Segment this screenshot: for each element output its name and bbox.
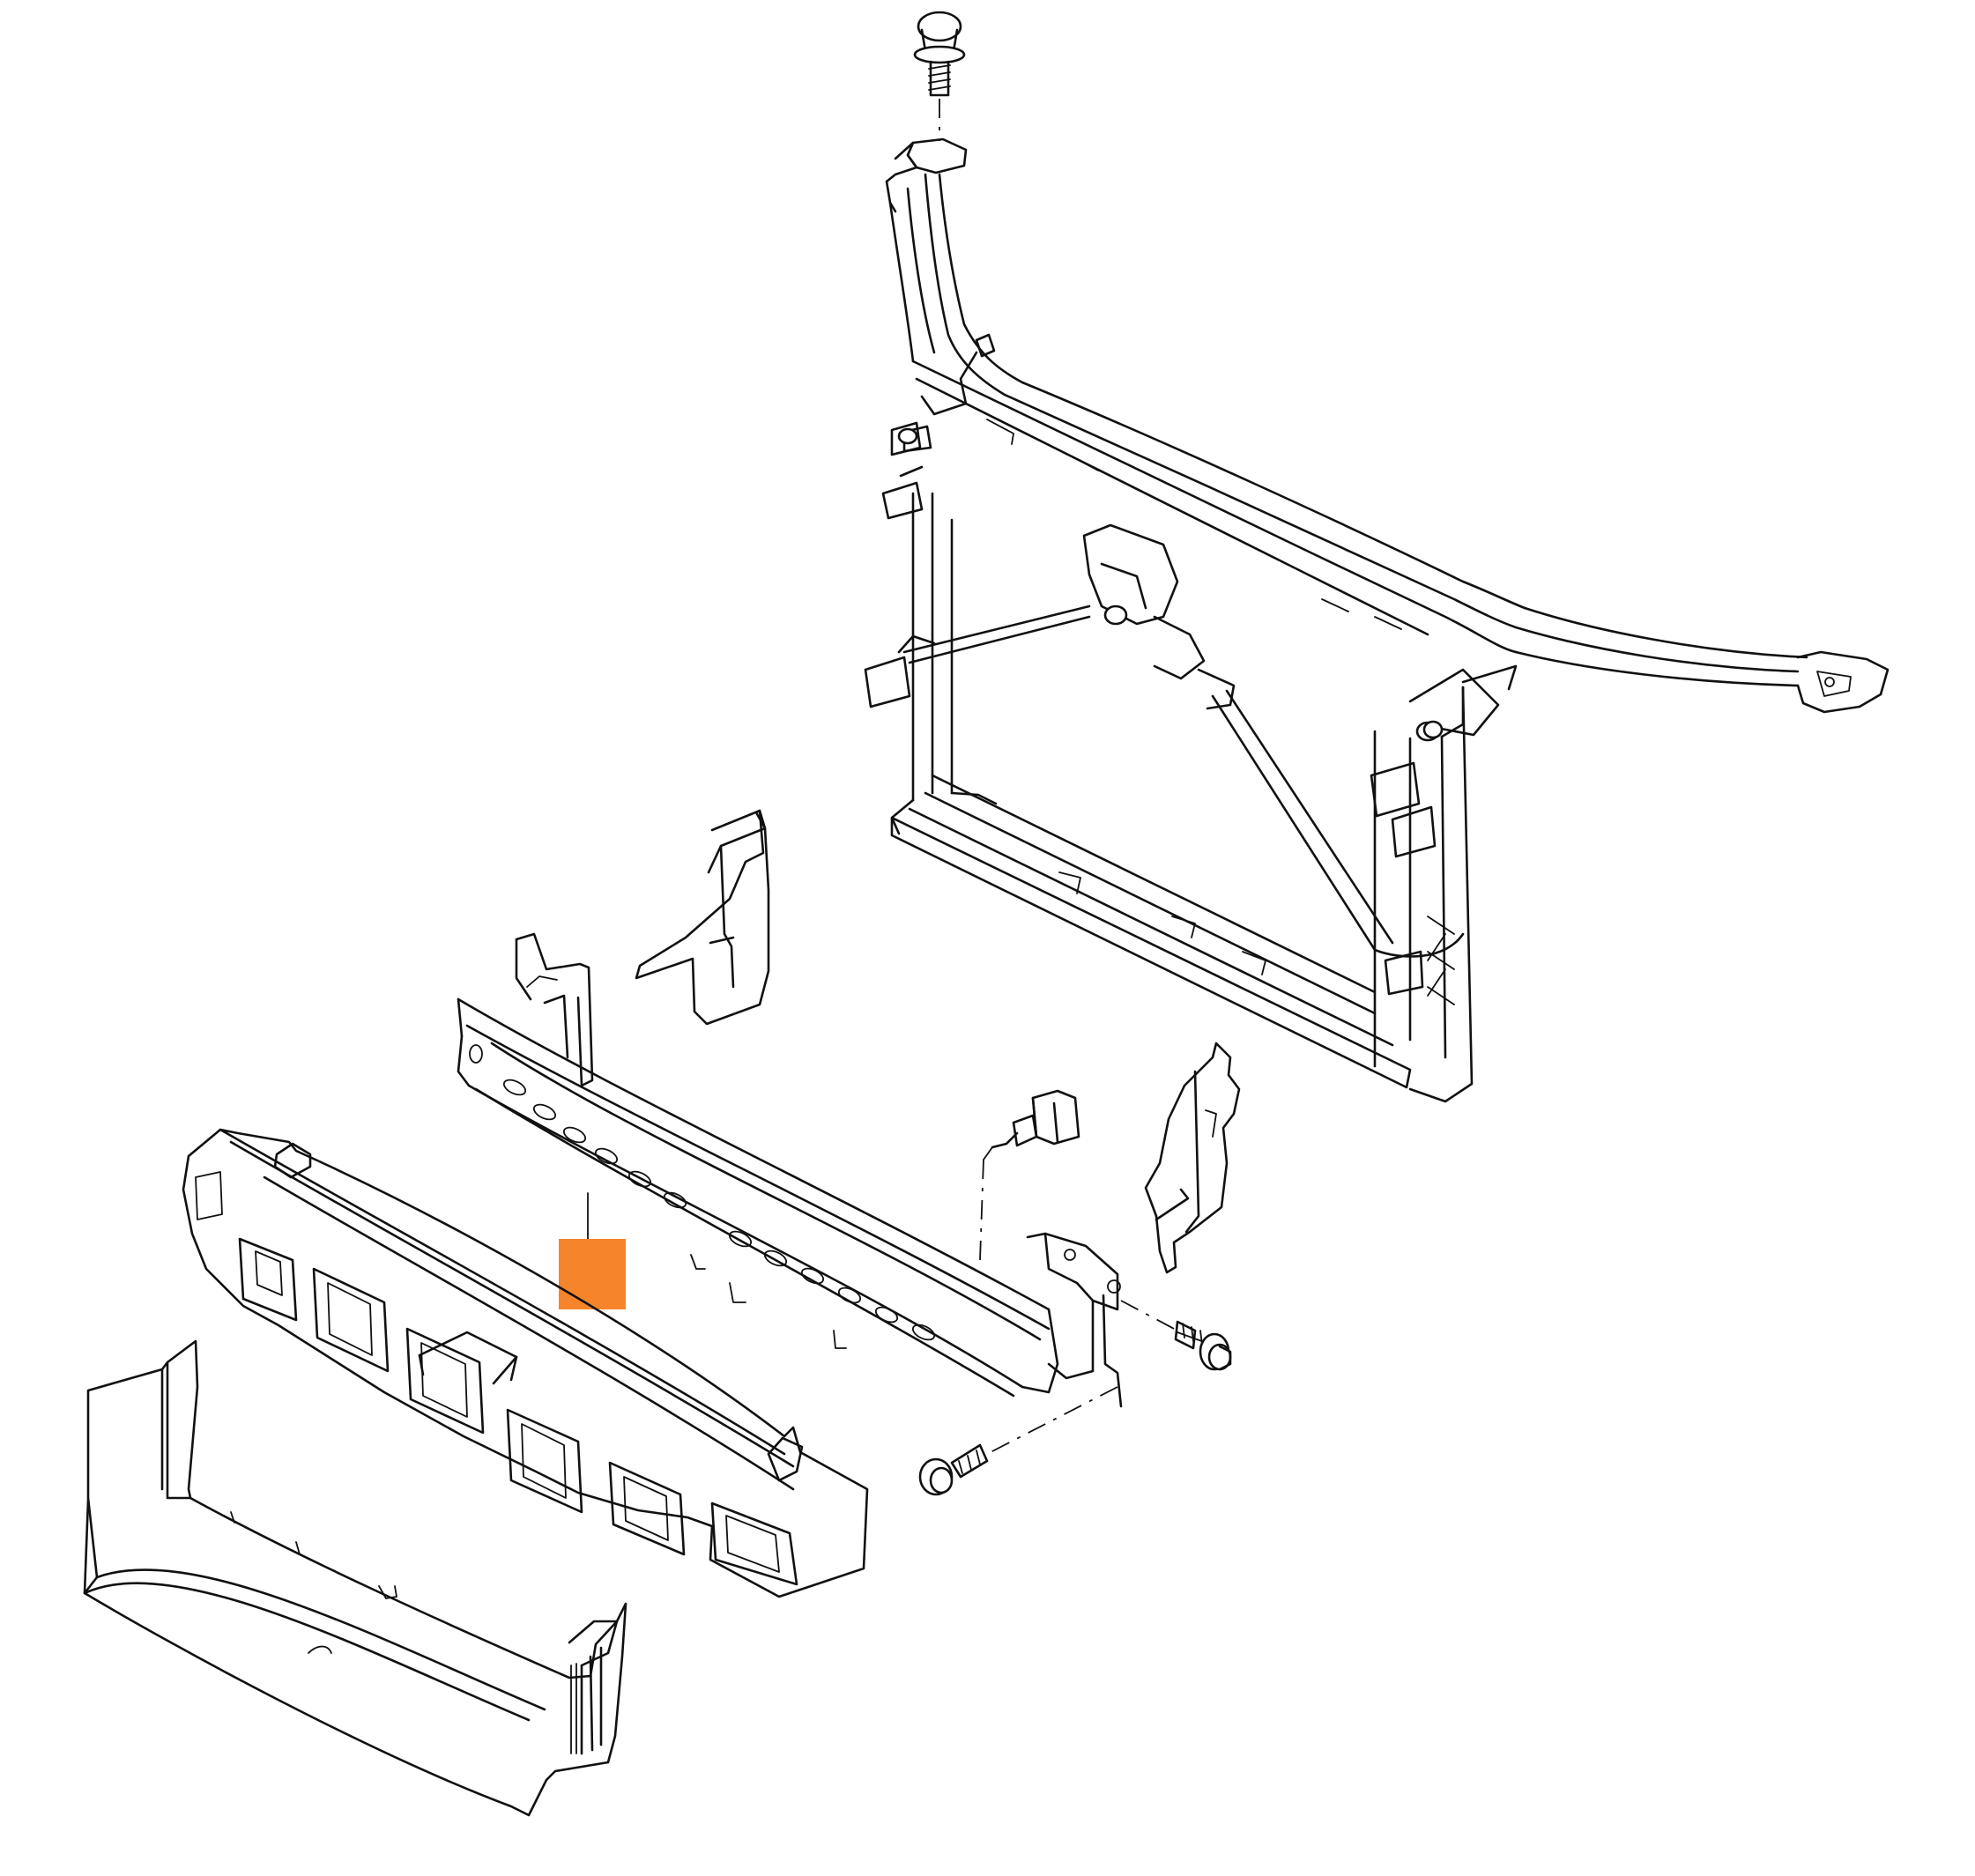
- lower-bolt-icon: [918, 1386, 1118, 1496]
- callout-marker: [559, 1239, 626, 1309]
- left-bracket-icon: [635, 809, 770, 1026]
- radiator-support-frame: [864, 137, 1890, 1103]
- air-guide-panel: [83, 1339, 627, 1817]
- bumper-reinforcement-beam: [457, 932, 1123, 1408]
- top-screw-icon: [913, 11, 966, 141]
- right-bracket-icon: [1144, 1042, 1241, 1274]
- sensor-connector-icon: [979, 1089, 1080, 1261]
- absorber-cells: [195, 1171, 798, 1586]
- energy-absorber: [182, 1128, 869, 1598]
- side-bolt-icon: [1120, 1300, 1232, 1371]
- beam-slots: [502, 1079, 936, 1341]
